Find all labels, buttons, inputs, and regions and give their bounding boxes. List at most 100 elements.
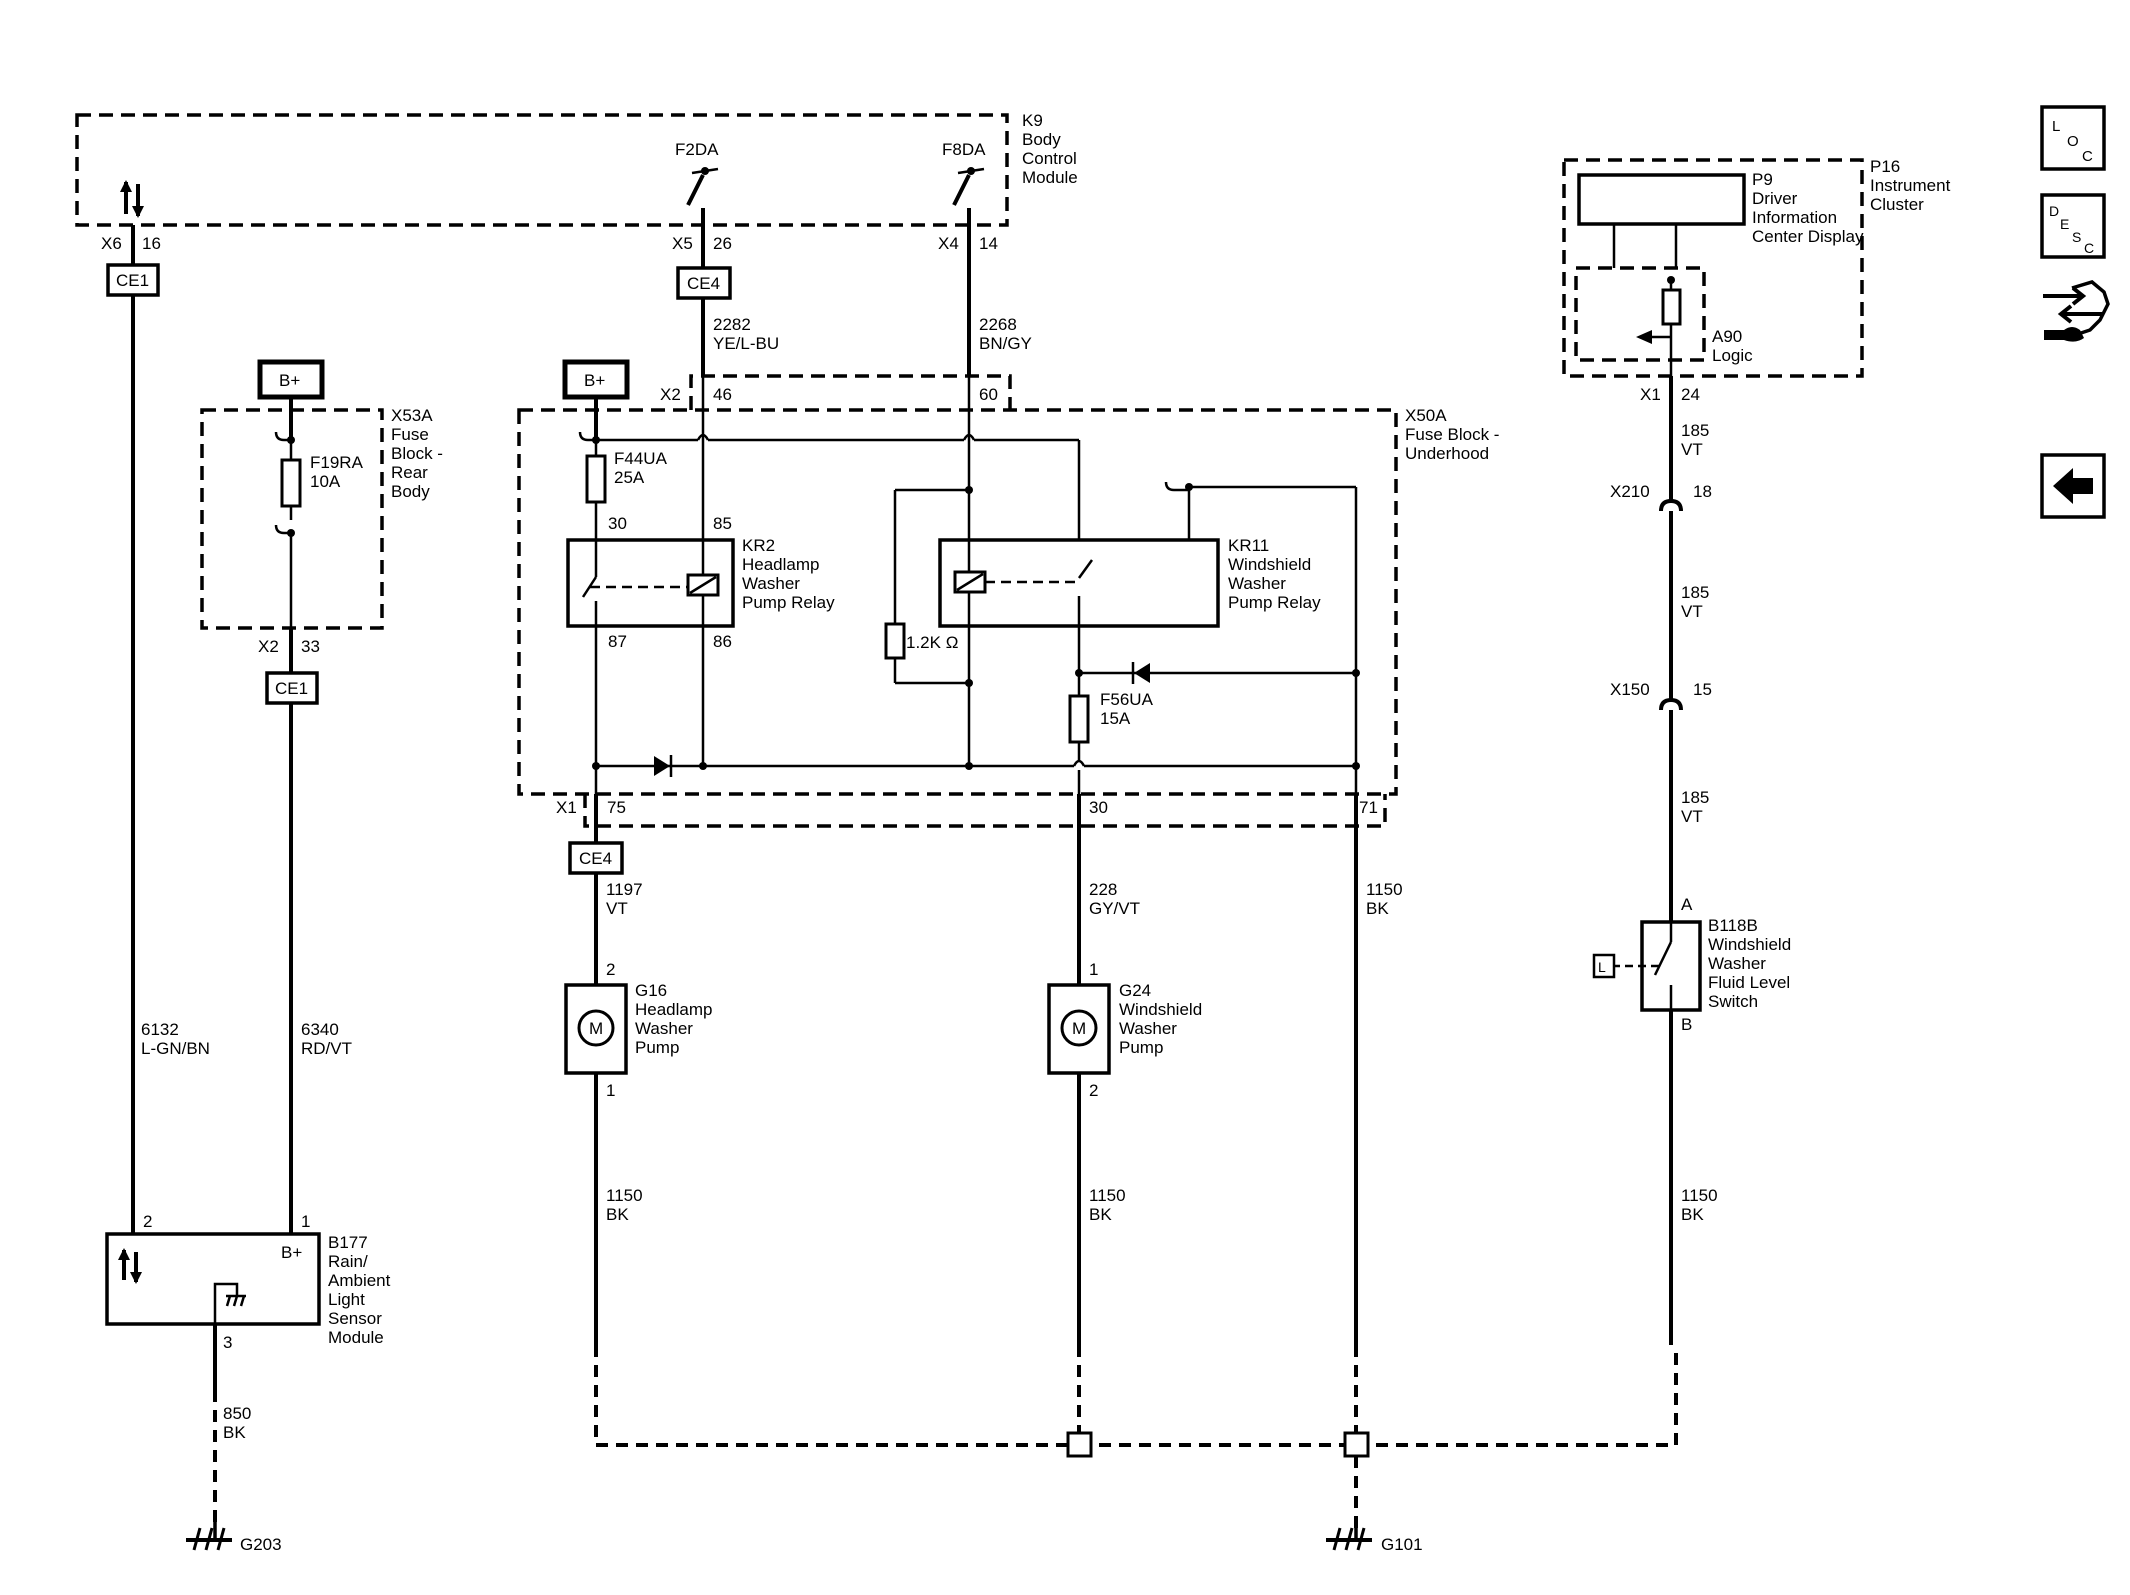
pin-46: 46 (713, 385, 732, 404)
battery-positive-underhood: B+ (562, 359, 630, 437)
pin-1-b177: 1 (301, 1212, 310, 1231)
wire-850-number: 850 (223, 1404, 251, 1423)
g16-label-2: Washer (635, 1019, 693, 1038)
b177-b-plus: B+ (281, 1243, 302, 1262)
pin-2-b177: 2 (143, 1212, 152, 1231)
back-button[interactable] (2040, 453, 2106, 519)
desc-letter-d: D (2049, 203, 2059, 219)
x5-connector: X5 (672, 234, 693, 253)
b118b-label-4: Switch (1708, 992, 1758, 1011)
wire-2268-number: 2268 (979, 315, 1017, 334)
pin-86: 86 (713, 632, 732, 651)
k9-body-control-module: K9 Body Control Module (75, 111, 1078, 227)
x50a-label-2: Underhood (1405, 444, 1489, 463)
connector-tool-icon[interactable] (2043, 280, 2110, 342)
b-plus-rear-label: B+ (279, 371, 300, 390)
loc-letter-o: O (2067, 133, 2079, 150)
k9-label-2: Control (1022, 149, 1077, 168)
f2da-output: F2DA (675, 140, 719, 225)
ce4-connector-bottom (568, 841, 624, 875)
pin-b: B (1681, 1015, 1692, 1034)
kr11-id: KR11 (1228, 536, 1269, 555)
g24-label-2: Washer (1119, 1019, 1177, 1038)
g24-label-3: Pump (1119, 1038, 1163, 1057)
wire-1150-color-b118b: BK (1681, 1205, 1704, 1224)
f8da-output: F8DA (942, 140, 986, 225)
x150-inline-connector (1659, 697, 1683, 922)
x210-inline-connector (1659, 498, 1683, 702)
f8da-label: F8DA (942, 140, 986, 159)
pin-18: 18 (1693, 482, 1712, 501)
pin-71: 71 (1359, 798, 1378, 817)
desc-button[interactable]: D E S C (2040, 193, 2106, 259)
wire-185-color-2: VT (1681, 602, 1703, 621)
f56ua-fuse: F56UA 15A (1068, 690, 1154, 744)
wire-6132-number: 6132 (141, 1020, 179, 1039)
p16-id: P16 (1870, 157, 1900, 176)
pin-24: 24 (1681, 385, 1700, 404)
kr11-label-2: Washer (1228, 574, 1286, 593)
pin-2-g24: 2 (1089, 1081, 1098, 1100)
wire-1197-color: VT (606, 899, 628, 918)
x53a-label-1: Fuse (391, 425, 429, 444)
pin-33: 33 (301, 637, 320, 656)
b-plus-underhood-label: B+ (584, 371, 605, 390)
wire-228-number: 228 (1089, 880, 1117, 899)
b118b-label-1: Windshield (1708, 935, 1791, 954)
chassis-ground-icon (225, 1294, 246, 1307)
pin-85: 85 (713, 514, 732, 533)
p9-label-2: Information (1752, 208, 1837, 227)
p16-label-2: Cluster (1870, 195, 1924, 214)
g16-id: G16 (635, 981, 667, 1000)
ce1-label-left: CE1 (116, 271, 149, 290)
pin-30-kr2: 30 (608, 514, 627, 533)
resistor-label: 1.2K Ω (906, 633, 958, 652)
ce1-connector-right (265, 671, 319, 705)
ce4-label-bottom: CE4 (579, 849, 612, 868)
b177-bidirectional-icon (118, 1248, 142, 1284)
x1-connector-underhood: X1 (556, 798, 577, 817)
p16-label-1: Instrument (1870, 176, 1951, 195)
f44ua-fuse: F44UA 25A (585, 449, 668, 504)
x53a-id: X53A (391, 406, 433, 425)
wire-850-color: BK (223, 1423, 246, 1442)
kr11-label-1: Windshield (1228, 555, 1311, 574)
x2-connector-underhood: X2 (660, 385, 681, 404)
kr2-label-3: Pump Relay (742, 593, 835, 612)
ce1-label-right: CE1 (275, 679, 308, 698)
x53a-label-2: Block - (391, 444, 443, 463)
g24-id: G24 (1119, 981, 1151, 1000)
wire-2282-number: 2282 (713, 315, 751, 334)
wire-1150-color-71: BK (1366, 899, 1389, 918)
wire-6340-number: 6340 (301, 1020, 339, 1039)
pin-26: 26 (713, 234, 732, 253)
x2-connector-rear: X2 (258, 637, 279, 656)
g24-label-1: Windshield (1119, 1000, 1202, 1019)
loc-button[interactable]: L O C (2040, 105, 2106, 171)
x4-connector: X4 (938, 234, 959, 253)
ce4-label-top: CE4 (687, 274, 720, 293)
back-arrow-icon (2053, 468, 2093, 504)
splice-g24 (1066, 1431, 1093, 1458)
p9-label-3: Center Display (1752, 227, 1864, 246)
diode-kr2 (654, 755, 673, 777)
wire-185-number-3: 185 (1681, 788, 1709, 807)
f56ua-rating: 15A (1100, 709, 1131, 728)
splice-71 (1343, 1431, 1370, 1458)
b118b-washer-fluid-level-switch: L B118B Windshield Washer Fluid Level Sw… (1592, 916, 1791, 1012)
g101-ground-icon (1326, 1520, 1372, 1551)
pin-60: 60 (979, 385, 998, 404)
desc-letter-c: C (2084, 240, 2094, 256)
kr2-id: KR2 (742, 536, 775, 555)
pin-1-g16: 1 (606, 1081, 615, 1100)
x50a-label-1: Fuse Block - (1405, 425, 1499, 444)
x50a-fuse-block-underhood: X50A Fuse Block - Underhood (517, 374, 1499, 828)
loc-letter-c: C (2082, 148, 2093, 165)
kr2-label-2: Washer (742, 574, 800, 593)
wire-185-color-3: VT (1681, 807, 1703, 826)
ce1-connector-left (106, 263, 160, 297)
b177-label-1: Rain/ (328, 1252, 368, 1271)
p16-instrument-cluster: P16 Instrument Cluster P9 Driver Informa… (1562, 157, 1951, 378)
pin-30-bottom: 30 (1089, 798, 1108, 817)
